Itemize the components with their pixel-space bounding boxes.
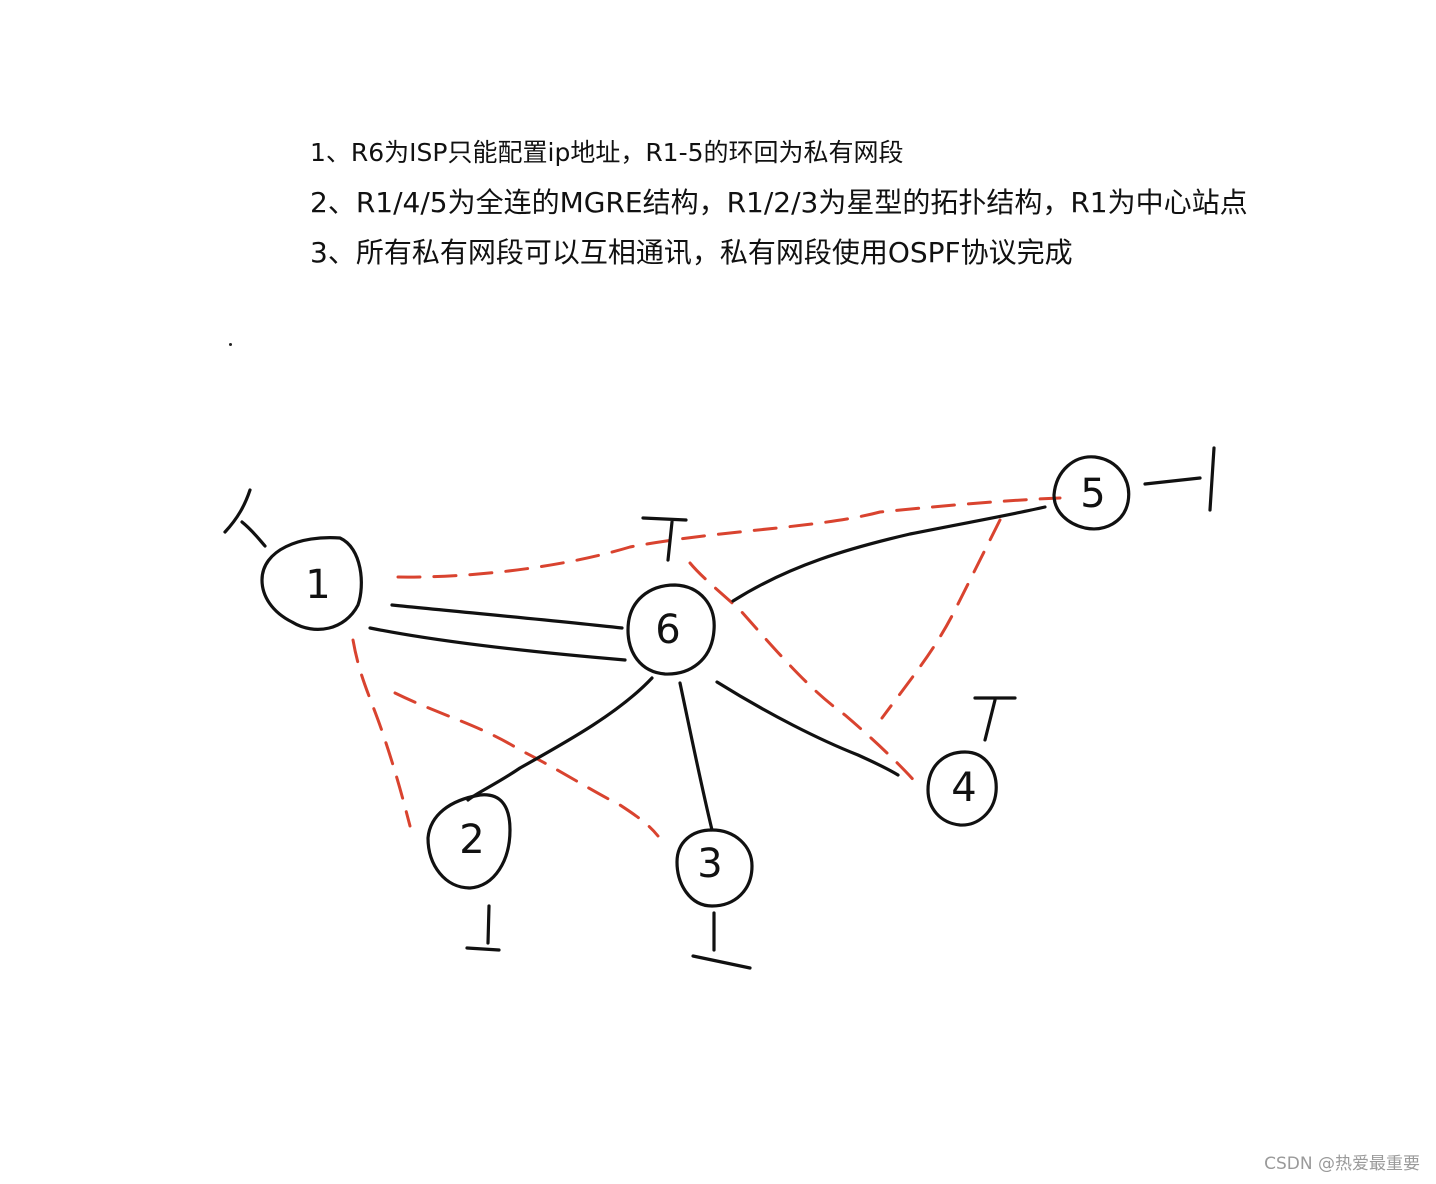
router-node-3[interactable]: 3	[675, 828, 754, 908]
router-3-circle	[675, 828, 754, 908]
router-node-5[interactable]: 5	[1052, 455, 1131, 531]
router-3-label: 3	[697, 841, 722, 887]
link-6-4	[715, 680, 900, 777]
requirement-3: 3、所有私有网段可以互相通讯，私有网段使用OSPF协议完成	[310, 236, 1073, 269]
link-6-2	[466, 676, 654, 802]
router-node-2[interactable]: 2	[426, 793, 512, 890]
router-node-4[interactable]: 4	[926, 750, 998, 827]
stray-dot	[229, 343, 232, 346]
loopback-r5	[1143, 446, 1216, 512]
tunnel-link-1-3	[393, 691, 660, 838]
requirement-1: 1、R6为ISP只能配置ip地址，R1-5的环回为私有网段	[310, 138, 904, 167]
router-5-circle	[1052, 455, 1131, 531]
loopback-r4	[973, 696, 1017, 742]
loopback-r3	[691, 911, 752, 970]
csdn-watermark: CSDN @热爱最重要	[1264, 1154, 1420, 1174]
link-6-5	[731, 505, 1047, 603]
router-5-label: 5	[1080, 471, 1105, 517]
loopback-r6	[641, 516, 688, 562]
loopback-stubs	[223, 446, 1216, 970]
link-1-6-b	[368, 626, 627, 662]
physical-links	[368, 505, 1047, 832]
requirement-2: 2、R1/4/5为全连的MGRE结构，R1/2/3为星型的拓扑结构，R1为中心站…	[310, 186, 1248, 219]
router-4-circle	[926, 750, 998, 827]
router-1-label: 1	[305, 562, 330, 608]
tunnel-link-1-2	[351, 638, 412, 828]
link-1-6-a	[390, 603, 624, 630]
loopback-r2	[465, 904, 501, 952]
router-2-label: 2	[459, 817, 484, 863]
tunnel-link-1-4	[688, 561, 920, 787]
router-node-6[interactable]: 6	[626, 583, 716, 676]
tunnel-link-1-5	[396, 496, 1062, 579]
router-2-circle	[426, 793, 512, 890]
router-6-circle	[626, 583, 716, 676]
router-node-1[interactable]: 1	[260, 536, 363, 631]
loopback-r1	[223, 488, 267, 548]
link-6-3	[678, 681, 714, 832]
router-4-label: 4	[951, 765, 976, 811]
tunnel-link-4-5	[880, 518, 1002, 720]
router-1-circle	[260, 536, 363, 631]
tunnel-links	[351, 496, 1062, 838]
router-6-label: 6	[655, 607, 680, 653]
requirements-list: 1、R6为ISP只能配置ip地址，R1-5的环回为私有网段 2、R1/4/5为全…	[310, 128, 1248, 278]
